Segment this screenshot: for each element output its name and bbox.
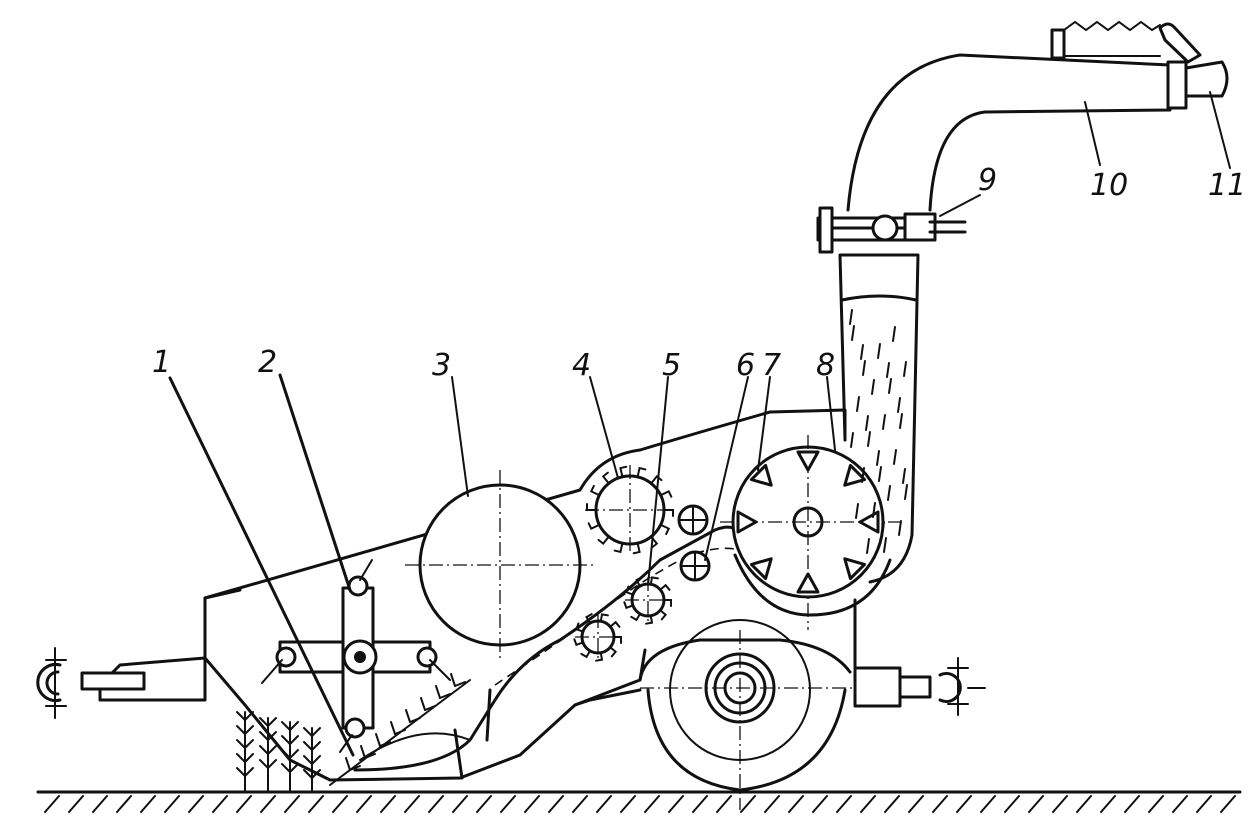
front-hitch [36, 647, 207, 719]
callout-3: 3 [432, 348, 451, 383]
small-toothed-rolls [573, 576, 672, 662]
callout-labels: 1 2 3 4 5 6 7 8 9 10 11 [152, 163, 1246, 383]
spout [846, 20, 1229, 212]
crop-plants [236, 673, 471, 791]
leader-lines [168, 91, 1231, 757]
callout-10: 10 [1090, 168, 1128, 203]
housing [203, 408, 857, 782]
callout-8: 8 [816, 348, 835, 383]
toothed-roll [585, 465, 675, 555]
callout-9: 9 [978, 163, 997, 198]
feed-rollers [677, 504, 711, 582]
callout-6: 6 [736, 348, 755, 383]
ground [36, 790, 1242, 813]
delivery-pipe [838, 253, 920, 584]
ground-wheel [638, 619, 860, 810]
callout-7: 7 [762, 348, 781, 383]
rear-hitch [853, 657, 986, 716]
callout-1: 1 [152, 345, 171, 380]
callout-11: 11 [1208, 168, 1246, 203]
pipe-swivel [816, 206, 967, 254]
callout-2: 2 [258, 345, 277, 380]
blower-wheel [720, 435, 900, 630]
callout-5: 5 [662, 348, 681, 383]
callout-4: 4 [572, 348, 591, 383]
large-drum [405, 470, 595, 660]
pickup-reel [261, 559, 451, 753]
